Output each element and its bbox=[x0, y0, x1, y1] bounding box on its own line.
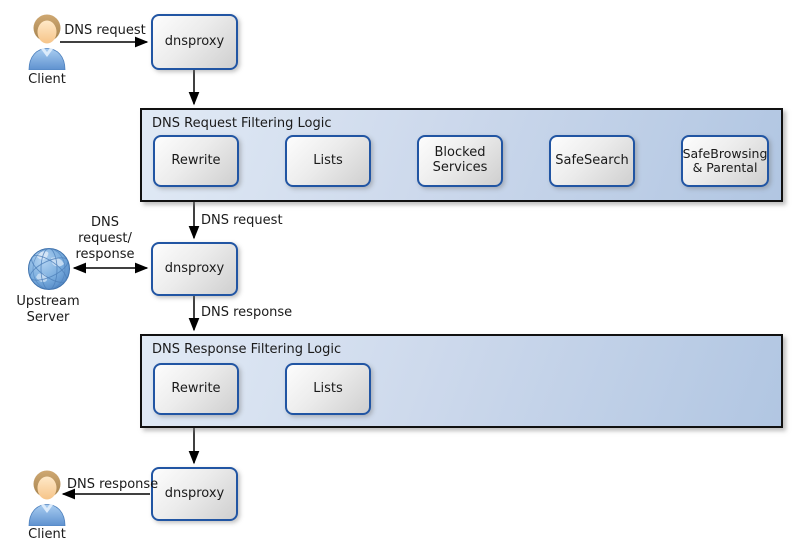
response-filtering-container: DNS Response Filtering Logic Rewrite Lis… bbox=[140, 334, 783, 428]
response-filtering-title: DNS Response Filtering Logic bbox=[152, 342, 342, 357]
dnsproxy-node-1: dnsproxy bbox=[151, 14, 238, 70]
edge-label-dns-response-bottom: DNS response bbox=[67, 477, 159, 492]
step-safebrowsing-parental: SafeBrowsing & Parental bbox=[681, 135, 769, 187]
request-filtering-container: DNS Request Filtering Logic Rewrite List… bbox=[140, 108, 783, 202]
client-top-label: Client bbox=[28, 72, 66, 87]
dnsproxy-node-3: dnsproxy bbox=[151, 467, 238, 521]
edge-label-dns-request-mid: DNS request bbox=[201, 213, 283, 228]
request-filtering-title: DNS Request Filtering Logic bbox=[152, 116, 332, 131]
edge-label-dns-request-response: DNS request/ response bbox=[75, 215, 135, 262]
step-lists-response: Lists bbox=[285, 363, 371, 415]
upstream-server-globe-icon bbox=[28, 248, 70, 290]
client-person-icon bbox=[28, 14, 66, 70]
client-bottom-label: Client bbox=[28, 527, 66, 542]
edge-label-dns-request-top: DNS request bbox=[64, 23, 146, 38]
upstream-server-label: Upstream Server bbox=[16, 294, 80, 325]
step-lists-request: Lists bbox=[285, 135, 371, 187]
dnsproxy-node-2: dnsproxy bbox=[151, 242, 238, 296]
edge-label-dns-response-mid: DNS response bbox=[201, 305, 293, 320]
step-rewrite-request: Rewrite bbox=[153, 135, 239, 187]
client-person-icon-bottom bbox=[28, 470, 66, 526]
step-safesearch: SafeSearch bbox=[549, 135, 635, 187]
step-blocked-services: Blocked Services bbox=[417, 135, 503, 187]
step-rewrite-response: Rewrite bbox=[153, 363, 239, 415]
